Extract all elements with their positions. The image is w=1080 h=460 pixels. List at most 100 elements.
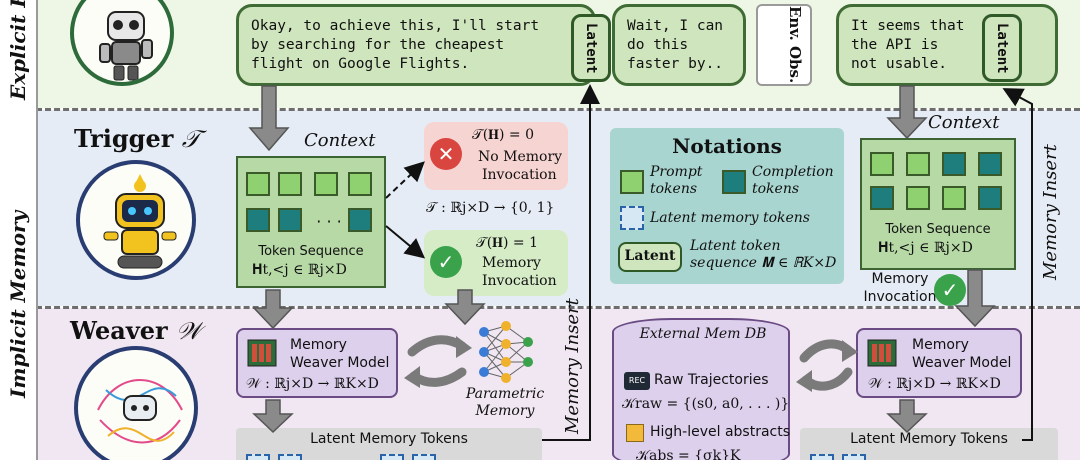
bubble-line: flight on Google Flights. [251,56,470,72]
completion-legend-line: Completion [752,164,834,180]
abstracts-label: High-level abstracts [650,424,791,440]
completion-token [870,186,894,210]
token-sequence-math: 𝐇t,<j ∈ ℝj×D [878,240,973,256]
latent-seq-legend: Latent token sequence 𝐌 ∈ ℝK×D [690,238,836,272]
external-db-title: External Mem DB [639,326,767,342]
trigger-title-text: Trigger [74,124,174,153]
prompt-legend: Prompt tokens [650,164,702,198]
prompt-token [348,172,372,196]
down-arrow-icon [252,399,294,434]
completion-token [942,152,966,176]
memory-invocation-line: Invocation [863,289,937,305]
token-ellipsis: · · · [316,212,342,231]
latent-seq-line: Latent token [690,238,781,254]
neural-network-icon [479,321,533,383]
parametric-memory-label: Parametric Memory [460,386,550,420]
raw-trajectories-label: Raw Trajectories [654,372,769,388]
weaver-symbol: 𝒲 [176,317,202,345]
latent-memory-strip: Latent Memory Tokens [800,428,1058,460]
weaver-math: 𝒲 : ℝj×D → ℝK×D [868,376,1001,392]
latent-memory-legend: Latent memory tokens [650,210,810,226]
token-sequence-card: · · · Token Sequence 𝐇t,<j ∈ ℝj×D [236,156,386,288]
prompt-token [870,152,894,176]
token-sequence-math: 𝐇t,<j ∈ ℝj×D [252,262,347,278]
memory-chip-icon [247,339,277,367]
latent-memory-token [278,454,302,460]
completion-legend: Completion tokens [752,164,834,198]
decision-yes-eq: 𝒯(𝐇) = 1 [476,235,539,251]
bubble-line: Wait, I can [627,18,724,34]
decision-yes-line1: Memory [482,255,541,271]
check-circle-icon: ✓ [934,274,966,306]
weaver-title-text: Weaver [70,316,168,345]
completion-legend-line: tokens [752,181,800,197]
parametric-line: Memory [475,403,535,419]
latent-memory-token [810,454,834,460]
weaver-model-box: Memory Weaver Model 𝒲 : ℝj×D → ℝK×D [236,328,398,398]
trigger-mapping: 𝒯 : ℝj×D → {0, 1} [426,200,555,216]
prompt-token [314,172,338,196]
latent-memory-token [246,454,270,460]
trigger-symbol: 𝒯 [181,125,201,153]
prompt-token [906,186,930,210]
completion-token [246,208,270,232]
external-memory-db: External Mem DB REC Raw Trajectories 𝒦ra… [612,318,790,460]
speech-bubble-api: It seems that the API is not usable. [836,4,1058,86]
completion-token [722,170,746,194]
robot-avatar-icon [70,0,174,86]
abstracts-math: 𝒦abs = {σk}K [636,448,741,460]
decision-yes-line2: Invocation [482,273,557,289]
decision-no-line2: Invocation [482,167,557,183]
weaver-line2: Weaver Model [912,355,1012,371]
latent-memory-token [620,206,644,230]
bubble-line: by searching for the cheapest [251,37,505,53]
weaver-model-box: Memory Weaver Model 𝒲 : ℝj×D → ℝK×D [856,328,1022,398]
bubble-line: the API is [851,37,939,53]
decision-no-line1: No Memory [478,149,563,165]
bubble-line: faster by.. [627,56,724,72]
completion-token [978,186,1002,210]
sticky-note-icon [626,424,644,442]
rec-icon: REC [624,372,650,390]
latent-memory-token [380,454,404,460]
speech-bubble-rethink: Wait, I can do this faster by.. [612,4,746,86]
weaver-title: Weaver 𝒲 [70,316,201,345]
completion-token [348,208,372,232]
down-arrow-icon [444,289,486,326]
prompt-token [246,172,270,196]
weaver-line1: Memory [912,337,969,353]
latent-memory-strip: Latent Memory Tokens [236,428,542,460]
token-sequence-card: Token Sequence 𝐇t,<j ∈ ℝj×D [860,138,1016,270]
trigger-title: Trigger 𝒯 [74,124,200,153]
token-sequence-caption: Token Sequence [258,244,364,259]
bubble-line: not usable. [851,56,948,72]
robot-avatar-icon [74,346,198,460]
latent-pill-legend: Latent [618,242,682,272]
side-rule [36,0,38,460]
prompt-token [906,152,930,176]
bubble-line: do this [627,37,689,53]
prompt-legend-line: Prompt [650,164,703,180]
band-separator [36,108,1080,111]
completion-token [978,152,1002,176]
latent-token-pill: Latent [571,14,611,82]
token-sequence-caption: Token Sequence [885,222,991,237]
cross-circle-icon: ✕ [430,138,462,170]
notations-panel: Notations Prompt tokens Completion token… [610,128,844,284]
no-invocation-box: ✕ 𝒯(𝐇) = 0 No Memory Invocation [424,122,568,190]
circular-arrows-icon [407,335,853,391]
memory-invocation-box: ✓ 𝒯(𝐇) = 1 Memory Invocation [424,230,568,296]
bubble-line: Okay, to achieve this, I'll start [251,18,540,34]
parametric-line: Parametric [465,386,545,402]
robot-avatar-icon [76,160,196,280]
prompt-legend-line: tokens [650,181,698,197]
speech-bubble-plan: Okay, to achieve this, I'll start by sea… [236,4,596,86]
down-arrow-icon [886,85,928,140]
context-label: Context [304,130,376,151]
down-arrow-icon [252,289,294,330]
down-arrow-icon [248,85,290,152]
prompt-token [278,172,302,196]
band-separator [36,306,1080,309]
